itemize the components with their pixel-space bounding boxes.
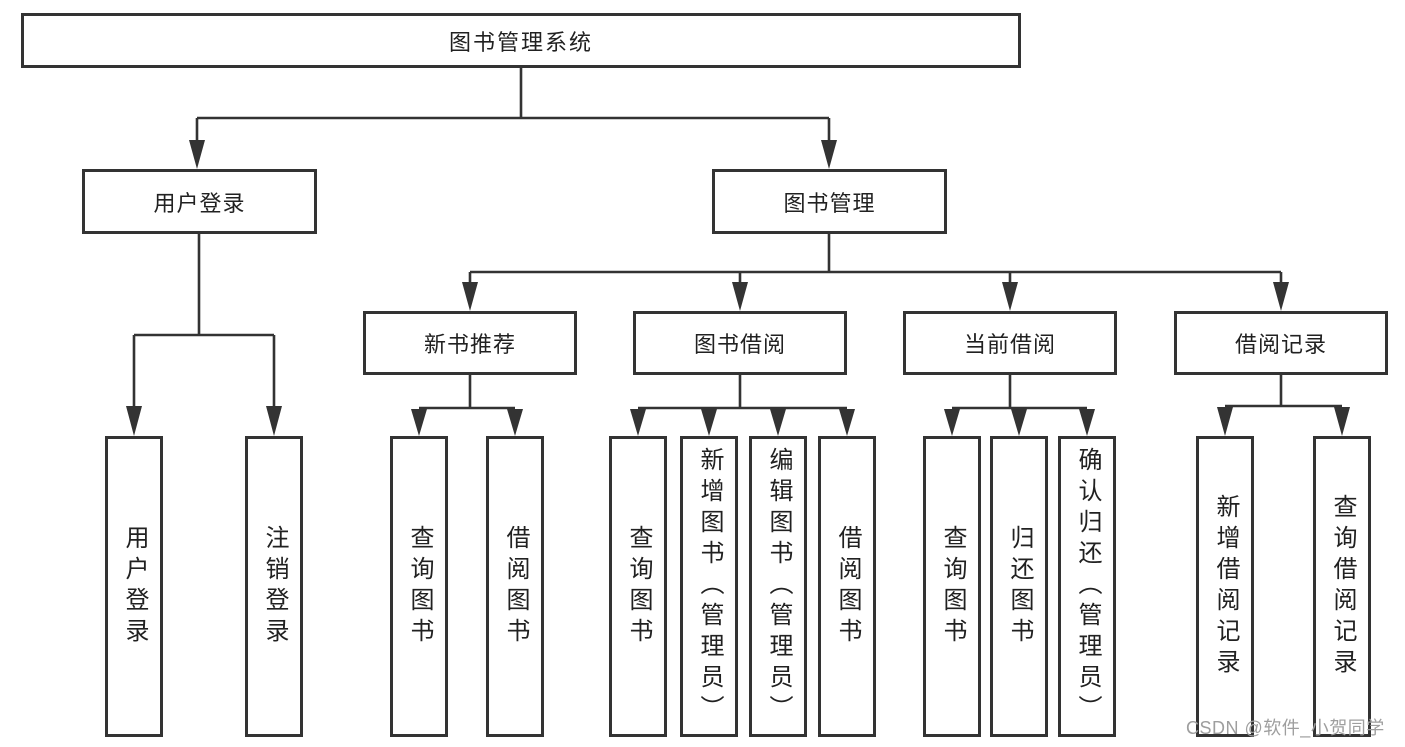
node-new-book-recommend: 新书推荐: [363, 311, 577, 375]
node-user-login: 用户登录: [82, 169, 317, 234]
node-leaf-borrow-books: 借阅图书: [818, 436, 876, 737]
node-leaf-query-books-borrow: 查询图书: [609, 436, 667, 737]
node-leaf-add-borrow-record: 新增借阅记录: [1196, 436, 1254, 737]
node-borrow-records: 借阅记录: [1174, 311, 1388, 375]
node-book-management: 图书管理: [712, 169, 947, 234]
node-leaf-return-book: 归还图书: [990, 436, 1048, 737]
node-leaf-query-books-recommend: 查询图书: [390, 436, 448, 737]
leaf-label: 注销登录: [261, 524, 288, 649]
leaf-label: 用户登录: [121, 524, 148, 649]
node-current-borrow: 当前借阅: [903, 311, 1117, 375]
node-leaf-confirm-return-admin: 确认归还（管理员）: [1058, 436, 1116, 737]
node-leaf-query-borrow-record: 查询借阅记录: [1313, 436, 1371, 737]
node-book-borrow: 图书借阅: [633, 311, 847, 375]
leaf-label: 归还图书: [1006, 524, 1033, 649]
leaf-label: 查询图书: [939, 524, 966, 649]
node-leaf-user-login: 用户登录: [105, 436, 163, 737]
node-leaf-edit-book-admin: 编辑图书（管理员）: [749, 436, 807, 737]
node-leaf-query-books-current: 查询图书: [923, 436, 981, 737]
leaf-label: 新增图书（管理员）: [696, 447, 723, 726]
leaf-label: 编辑图书（管理员）: [765, 447, 792, 726]
leaf-label: 查询借阅记录: [1329, 493, 1356, 680]
leaf-label: 借阅图书: [834, 524, 861, 649]
node-library-management-system: 图书管理系统: [21, 13, 1021, 68]
leaf-label: 借阅图书: [502, 524, 529, 649]
node-leaf-borrow-books-recommend: 借阅图书: [486, 436, 544, 737]
leaf-label: 新增借阅记录: [1212, 493, 1239, 680]
leaf-label: 查询图书: [625, 524, 652, 649]
leaf-label: 确认归还（管理员）: [1074, 447, 1101, 726]
node-leaf-logout: 注销登录: [245, 436, 303, 737]
watermark: CSDN @软件_小贺同学: [1186, 718, 1385, 738]
leaf-label: 查询图书: [406, 524, 433, 649]
node-leaf-add-book-admin: 新增图书（管理员）: [680, 436, 738, 737]
